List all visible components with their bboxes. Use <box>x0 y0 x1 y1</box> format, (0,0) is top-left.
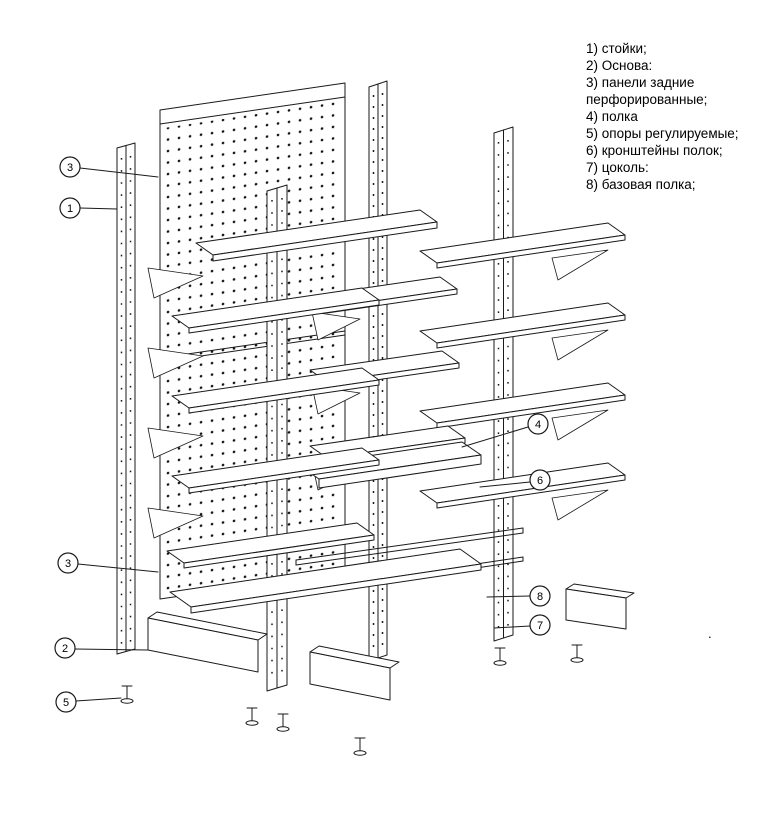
legend-item-7: 7) цоколь: <box>586 160 649 175</box>
adjustable-foot <box>245 707 259 726</box>
shelf-left-2 <box>171 287 380 334</box>
legend-item-2: 2) Основа: <box>586 58 653 73</box>
callout-circle <box>59 156 81 178</box>
callout-1: 1 <box>59 197 118 219</box>
shelf-right-3 <box>419 382 626 441</box>
leader-line <box>77 563 159 573</box>
callout-number: 5 <box>63 697 69 709</box>
shelf-left-4 <box>171 447 380 494</box>
callout-8: 8 <box>486 585 551 607</box>
legend-item-1: 1) стойки; <box>586 41 647 56</box>
adjustable-foot <box>570 644 584 663</box>
leader-line <box>74 648 149 651</box>
callout-circle <box>529 614 551 636</box>
shelf-bracket <box>147 347 204 379</box>
leader-line <box>486 595 531 598</box>
shelf-right-2 <box>419 302 626 361</box>
shelf-bracket <box>551 329 609 361</box>
shelf-right-1 <box>419 222 626 281</box>
shelf-bracket <box>147 267 204 299</box>
shelf-top <box>195 209 438 262</box>
plinth-middle <box>309 645 400 701</box>
legend-item-3-wrap: перфорированные; <box>586 92 708 107</box>
left-brackets <box>147 267 204 539</box>
callout-circle <box>529 469 551 491</box>
callout-number: 6 <box>537 475 543 487</box>
legend-item-6: 6) кронштейны полок; <box>586 143 723 158</box>
shelf-bracket <box>147 507 204 539</box>
leader-line <box>493 625 531 629</box>
adjustable-foot <box>353 737 367 756</box>
legend-item-5: 5) опоры регулируемые; <box>586 126 739 141</box>
legend-item-8: 8) базовая полка; <box>586 177 696 192</box>
base-shelf <box>169 548 482 614</box>
upright-post-left <box>116 142 136 655</box>
shelf-right-4 <box>419 462 626 521</box>
legend-item-4: 4) полка <box>586 109 638 124</box>
callout-number: 3 <box>65 558 71 570</box>
leader-line <box>75 697 122 702</box>
shelf-bracket <box>551 249 609 281</box>
callout-number: 1 <box>67 203 73 215</box>
shelf-bracket <box>147 427 204 459</box>
callout-3-bottom: 3 <box>57 552 159 574</box>
callout-circle <box>57 552 79 574</box>
callout-number: 4 <box>535 419 541 431</box>
leader-line <box>461 426 529 448</box>
leader-line <box>79 167 159 178</box>
callout-number: 2 <box>62 643 68 655</box>
leader-line <box>79 207 118 210</box>
upright-post-middle <box>266 184 288 692</box>
callout-circle <box>59 197 81 219</box>
adjustable-foot <box>493 647 507 666</box>
shelf-bracket <box>311 311 361 341</box>
callout-2: 2 <box>54 637 149 659</box>
callout-circle <box>54 637 76 659</box>
callout-number: 8 <box>537 591 543 603</box>
callout-number: 3 <box>67 162 73 174</box>
callout-circle <box>55 691 77 713</box>
shelf-bracket <box>551 489 609 521</box>
leader-line <box>479 481 531 488</box>
legend-item-3: 3) панели задние <box>586 75 695 90</box>
callout-circle <box>529 585 551 607</box>
callout-number: 7 <box>537 620 543 632</box>
shelf-left-5 <box>166 522 375 569</box>
callout-circle <box>527 413 549 435</box>
callout-4: 4 <box>461 413 549 448</box>
stray-mark: . <box>708 626 712 641</box>
callout-6: 6 <box>479 469 551 491</box>
plinth-right <box>565 583 635 630</box>
callout-3-top: 3 <box>59 156 159 178</box>
callout-7: 7 <box>493 614 551 636</box>
adjustable-foot <box>120 685 134 704</box>
adjustable-foot <box>276 713 290 732</box>
adjustable-feet <box>120 644 584 756</box>
plinth-left <box>147 611 268 673</box>
callout-5: 5 <box>55 691 122 713</box>
legend: 1) стойки; 2) Основа: 3) панели задние п… <box>586 40 739 193</box>
shelf-bracket <box>551 409 609 441</box>
shelf-left-3 <box>171 367 380 414</box>
